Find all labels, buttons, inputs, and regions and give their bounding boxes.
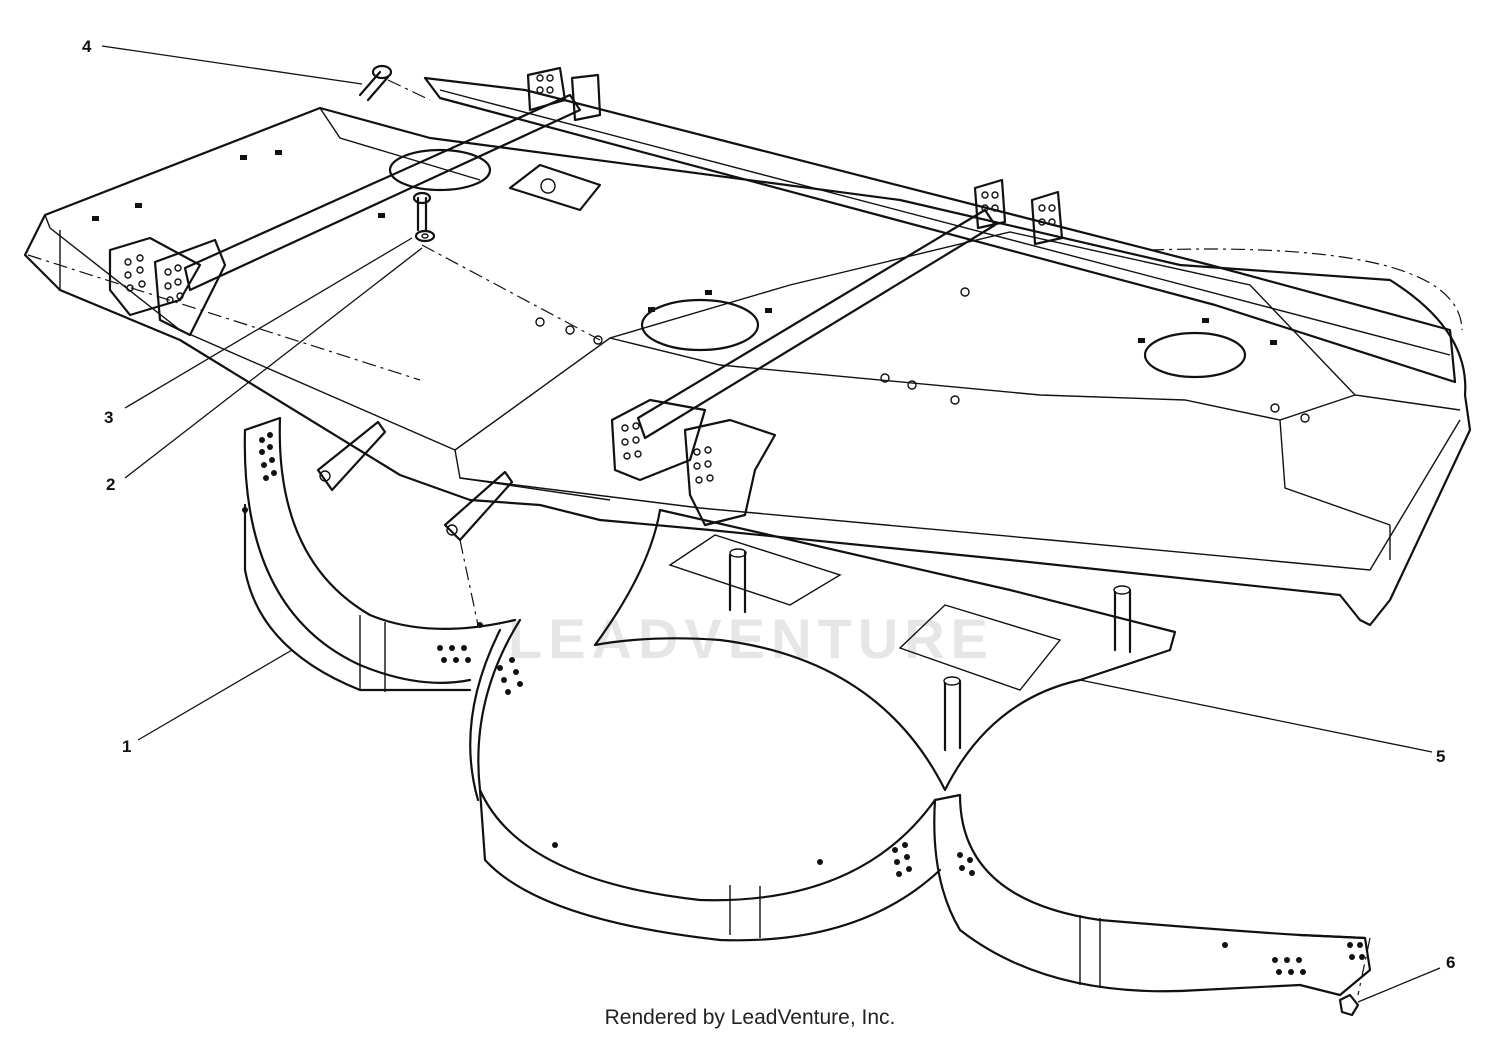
callout-4: 4 [82, 37, 92, 56]
callout-leaders [101, 45, 1441, 1003]
nut [1338, 993, 1360, 1017]
bolt [412, 191, 432, 232]
cross-bar-right [610, 178, 1064, 527]
deck-housing [23, 76, 1472, 627]
callout-labels: 4 3 2 1 5 6 [82, 37, 1455, 972]
shield-perforations [242, 432, 1365, 975]
spindle-opening-center [640, 298, 760, 352]
bracket-holes [124, 74, 1056, 484]
render-credit: Rendered by LeadVenture, Inc. [604, 1006, 896, 1029]
spindle-opening-left [388, 148, 492, 192]
lower-shield [243, 416, 1372, 997]
cross-bar-left [108, 66, 602, 337]
washer [414, 229, 436, 243]
deck-tab-center [443, 470, 514, 542]
assembly-centerlines [27, 79, 1463, 996]
callout-2: 2 [106, 475, 115, 494]
callout-5: 5 [1436, 747, 1445, 766]
watermark-text: LEADVENTURE [508, 607, 994, 670]
baffle-plate [593, 508, 1177, 792]
callout-6: 6 [1446, 953, 1455, 972]
callout-1: 1 [122, 737, 131, 756]
callout-3: 3 [104, 408, 113, 427]
deck-holes [92, 150, 1310, 423]
deck-tab-left [316, 420, 387, 492]
spindle-opening-right [1143, 331, 1247, 379]
carriage-bolt [358, 64, 393, 102]
